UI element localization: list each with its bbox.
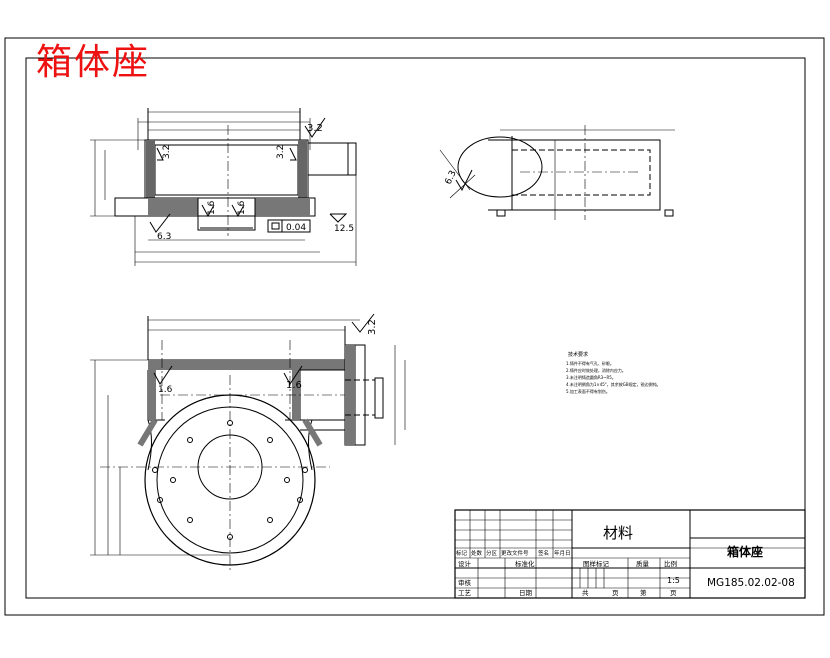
process-label: 工艺 [458, 589, 472, 597]
checker-label: 审核 [458, 578, 472, 587]
side-view [439, 125, 675, 220]
rev-header-5: 年月日 [554, 549, 571, 557]
rev-header-3: 更改文件号 [501, 549, 529, 557]
technical-notes: 技术要求 1.铸件不得有气孔、砂眼。 2.铸件应时效处理，消除内应力。 3.未注… [566, 351, 661, 394]
rough-right-base: 12.5 [334, 224, 354, 234]
rough-bottom-a: 1.6 [207, 200, 217, 215]
rough-inner-right: 3.2 [276, 145, 286, 159]
scale-value: 1:5 [667, 576, 680, 585]
part-name: 箱体座 [727, 544, 763, 559]
sheet-unit-label: 页 [670, 589, 677, 597]
plan-rough-left: 1.6 [158, 385, 173, 395]
plan-view [90, 313, 406, 570]
drawing-number: MG185.02.02-08 [707, 577, 795, 589]
rough-left-base: 6.3 [157, 232, 171, 242]
stage-header-1: 质量 [636, 559, 650, 568]
material-label: 材料 [603, 524, 633, 542]
rev-header-1: 处数 [471, 549, 483, 557]
notes-line-1: 1.铸件不得有气孔、砂眼。 [566, 360, 614, 366]
rough-top-right: 3.2 [307, 123, 323, 134]
stage-header-0: 图样标记 [583, 559, 610, 568]
tolerance-value: 0.04 [286, 223, 306, 233]
rough-bottom-b: 1.6 [237, 200, 247, 215]
drawing-title: 箱体座 [36, 42, 150, 83]
outer-frame [4, 37, 825, 616]
plan-rough-center: 1.6 [286, 380, 302, 391]
date-label: 日期 [519, 589, 533, 597]
notes-line-3: 3.未注明铸造圆角R3~R5。 [566, 374, 616, 380]
inner-frame [25, 57, 806, 599]
rough-inner-left: 3.2 [162, 145, 172, 159]
notes-line-4: 4.未注明倒角为1×45°，其余按GB规定，锐边倒钝。 [566, 381, 661, 387]
title-block [454, 509, 806, 599]
notes-heading: 技术要求 [568, 351, 588, 358]
notes-line-5: 5.加工表面不得有划伤。 [566, 388, 610, 394]
total-label: 共 [582, 588, 589, 597]
designer-label: 设计 [458, 559, 472, 568]
rev-header-2: 分区 [486, 549, 498, 557]
front-section-view [90, 108, 357, 266]
standardization-label: 标准化 [515, 559, 535, 568]
stage-header-2: 比例 [664, 559, 677, 568]
rev-header-0: 标记 [456, 549, 468, 557]
plan-rough-top-right: 3.2 [367, 319, 378, 335]
notes-line-2: 2.铸件应时效处理，消除内应力。 [566, 367, 626, 373]
rev-header-4: 签名 [538, 549, 549, 557]
page-unit-label: 页 [612, 589, 619, 597]
sheet-label: 第 [640, 588, 647, 597]
